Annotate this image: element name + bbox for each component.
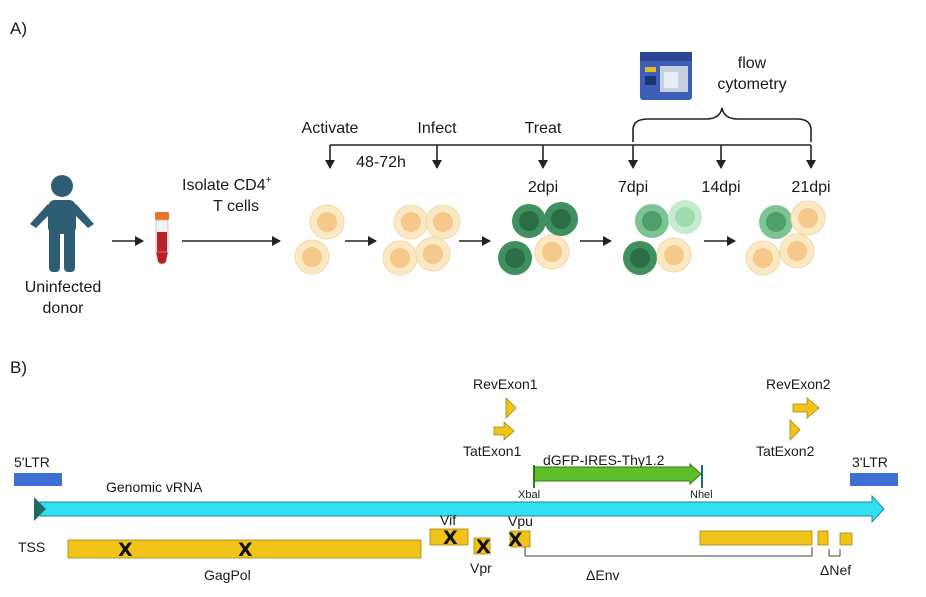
panel-a-label: A) (10, 19, 27, 38)
timepoint-21dpi: 21dpi (791, 179, 830, 196)
flow-label-line2: cytometry (717, 76, 786, 93)
tss-label: TSS (18, 539, 45, 555)
genomic-vrna-label: Genomic vRNA (106, 479, 203, 495)
ltr3-box (850, 473, 898, 486)
tat-exon2-arrow (789, 419, 801, 441)
tat-exon1-label: TatExon1 (463, 443, 522, 459)
nef-label: ΔNef (820, 562, 851, 578)
vpu-box (509, 530, 531, 548)
tat-exon2-label: TatExon2 (756, 443, 815, 459)
env-remnant-box (699, 530, 813, 546)
nef-deletion-bracket (828, 549, 841, 557)
flow-label-line1: flow (738, 55, 767, 72)
rev-exon1-arrow (505, 397, 517, 419)
ltr3-label: 3'LTR (852, 454, 888, 470)
vpr-knockout-mark: X (476, 536, 491, 558)
reporter-arrow (533, 462, 702, 486)
isolate-label-line1: Isolate CD4+ (182, 175, 272, 194)
vif-label: Vif (440, 512, 456, 528)
vif-box (429, 528, 469, 546)
vif-knockout-mark: X (443, 527, 458, 549)
genomic-vrna-arrow (39, 494, 885, 524)
timepoint-2dpi: 2dpi (528, 179, 558, 196)
ltr5-label: 5'LTR (14, 454, 50, 470)
nef-box-1 (817, 530, 829, 546)
rev-exon2-label: RevExon2 (766, 376, 831, 392)
rev-exon1-label: RevExon1 (473, 376, 538, 392)
vpu-knockout-mark: X (508, 529, 523, 551)
infect-label: Infect (417, 120, 457, 137)
treat-label: Treat (525, 120, 562, 137)
cells-7dpi-group (623, 200, 702, 275)
vpr-label: Vpr (470, 560, 492, 576)
tat-exon1-arrow (493, 421, 515, 441)
gagpol-label: GagPol (204, 567, 251, 583)
env-label: ΔEnv (586, 567, 619, 583)
cells-2dpi-group (498, 202, 578, 275)
vpu-label: Vpu (508, 513, 533, 529)
nef-box-2 (839, 532, 853, 546)
cells-activated-group (294, 204, 345, 275)
cells-21dpi-group (745, 200, 826, 276)
ltr5-box (14, 473, 62, 486)
activate-label: Activate (302, 120, 359, 137)
donor-label-line1: Uninfected (25, 279, 102, 296)
gagpol-knockout-mark-1: X (118, 539, 133, 561)
rev-exon2-arrow (792, 397, 820, 419)
person-icon (30, 175, 94, 272)
env-deletion-bracket (524, 547, 813, 557)
timepoint-7dpi: 7dpi (618, 179, 648, 196)
gagpol-box (67, 539, 422, 559)
vpr-box (473, 537, 491, 555)
blood-tube-icon (155, 212, 169, 265)
isolate-label-line2: T cells (213, 198, 259, 215)
cells-infected-group (382, 204, 461, 276)
nhei-label: Nhel (690, 489, 713, 501)
tss-marker (34, 497, 46, 521)
flow-bracket (632, 107, 812, 142)
flow-cytometer-icon (640, 52, 692, 100)
reporter-label: dGFP-IRES-Thy1.2 (543, 452, 665, 468)
timepoint-14dpi: 14dpi (701, 179, 740, 196)
xbai-label: Xbal (518, 489, 540, 501)
panel-b-label: B) (10, 358, 27, 377)
gagpol-knockout-mark-2: X (238, 539, 253, 561)
interval-label: 48-72h (356, 154, 406, 171)
donor-label-line2: donor (43, 300, 85, 317)
